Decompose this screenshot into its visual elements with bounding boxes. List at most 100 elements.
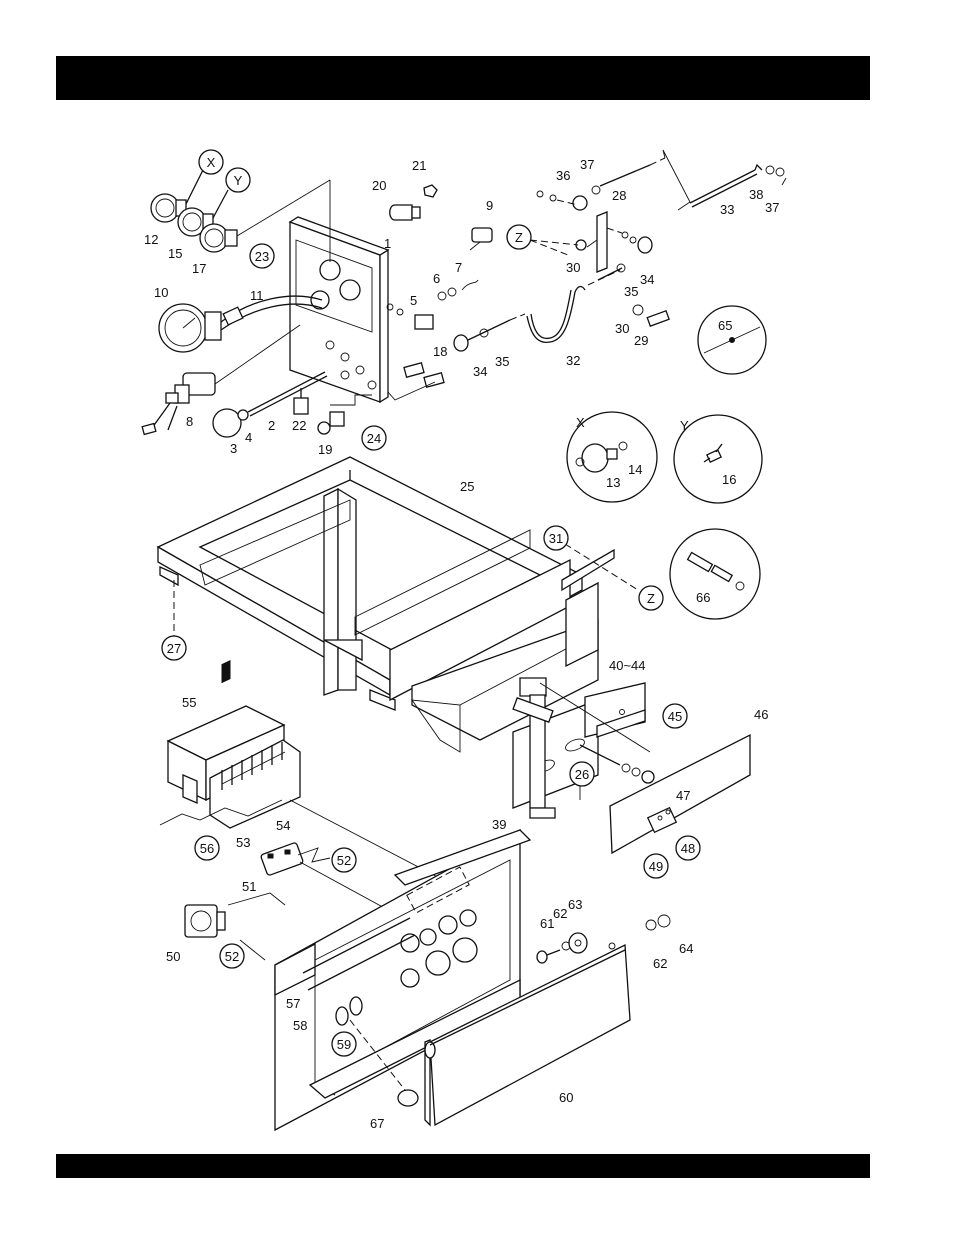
svg-text:45: 45 bbox=[668, 709, 682, 724]
callout-26: 26 bbox=[570, 762, 594, 786]
svg-text:57: 57 bbox=[286, 996, 300, 1011]
callout-14: 14 bbox=[628, 462, 642, 477]
callout-23: 23 bbox=[250, 244, 274, 268]
callout-49: 49 bbox=[644, 854, 668, 878]
svg-text:63: 63 bbox=[568, 897, 582, 912]
svg-text:Y: Y bbox=[234, 173, 243, 188]
callout-51: 51 bbox=[242, 879, 256, 894]
callout-20: 20 bbox=[372, 178, 386, 193]
callout-58: 58 bbox=[293, 1018, 307, 1033]
svg-text:67: 67 bbox=[370, 1116, 384, 1131]
svg-text:4: 4 bbox=[245, 430, 252, 445]
svg-text:66: 66 bbox=[696, 590, 710, 605]
callout-z-bottom: Z bbox=[639, 586, 663, 610]
control-cable bbox=[454, 270, 620, 351]
svg-text:14: 14 bbox=[628, 462, 642, 477]
svg-text:35: 35 bbox=[624, 284, 638, 299]
callout-53: 53 bbox=[236, 835, 250, 850]
svg-text:30: 30 bbox=[566, 260, 580, 275]
callout-52a: 52 bbox=[332, 848, 356, 872]
svg-text:40~44: 40~44 bbox=[609, 658, 646, 673]
svg-text:59: 59 bbox=[337, 1037, 351, 1052]
svg-text:46: 46 bbox=[754, 707, 768, 722]
callout-22: 22 bbox=[292, 418, 306, 433]
svg-text:50: 50 bbox=[166, 949, 180, 964]
svg-text:17: 17 bbox=[192, 261, 206, 276]
callout-24: 24 bbox=[362, 426, 386, 450]
detail-x-label: X bbox=[576, 415, 585, 430]
callout-32: 32 bbox=[566, 353, 580, 368]
callout-66: 66 bbox=[696, 590, 710, 605]
callout-7: 7 bbox=[455, 260, 462, 275]
callout-15: 15 bbox=[168, 246, 182, 261]
callout-29: 29 bbox=[634, 333, 648, 348]
svg-text:37: 37 bbox=[765, 200, 779, 215]
callout-1: 1 bbox=[384, 236, 391, 251]
svg-text:54: 54 bbox=[276, 818, 290, 833]
callout-55: 55 bbox=[182, 695, 196, 710]
callout-2: 2 bbox=[268, 418, 275, 433]
svg-text:22: 22 bbox=[292, 418, 306, 433]
svg-text:7: 7 bbox=[455, 260, 462, 275]
callout-57: 57 bbox=[286, 996, 300, 1011]
svg-text:8: 8 bbox=[186, 414, 193, 429]
svg-text:X: X bbox=[576, 415, 585, 430]
callout-60: 60 bbox=[559, 1090, 573, 1105]
callout-37b: 37 bbox=[765, 200, 779, 215]
callout-62b: 62 bbox=[653, 956, 667, 971]
svg-text:13: 13 bbox=[606, 475, 620, 490]
svg-text:37: 37 bbox=[580, 157, 594, 172]
svg-text:20: 20 bbox=[372, 178, 386, 193]
svg-text:58: 58 bbox=[293, 1018, 307, 1033]
svg-text:65: 65 bbox=[718, 318, 732, 333]
svg-text:30: 30 bbox=[615, 321, 629, 336]
pilot-lamp bbox=[390, 185, 492, 250]
callout-47: 47 bbox=[676, 788, 690, 803]
callout-50: 50 bbox=[166, 949, 180, 964]
svg-text:19: 19 bbox=[318, 442, 332, 457]
callout-8: 8 bbox=[186, 414, 193, 429]
callout-38: 38 bbox=[749, 187, 763, 202]
callout-y: Y bbox=[226, 168, 250, 192]
callout-9: 9 bbox=[486, 198, 493, 213]
svg-text:34: 34 bbox=[473, 364, 487, 379]
callout-3: 3 bbox=[230, 441, 237, 456]
svg-text:16: 16 bbox=[722, 472, 736, 487]
svg-text:10: 10 bbox=[154, 285, 168, 300]
governor-bracket bbox=[530, 158, 669, 326]
callout-13: 13 bbox=[606, 475, 620, 490]
svg-text:31: 31 bbox=[549, 531, 563, 546]
callout-36: 36 bbox=[556, 168, 570, 183]
svg-text:52: 52 bbox=[337, 853, 351, 868]
callout-25: 25 bbox=[460, 479, 474, 494]
svg-text:2: 2 bbox=[268, 418, 275, 433]
svg-text:33: 33 bbox=[720, 202, 734, 217]
callout-31: 31 bbox=[544, 526, 568, 550]
callout-59: 59 bbox=[332, 1032, 356, 1056]
callout-63: 63 bbox=[568, 897, 582, 912]
callout-30b: 30 bbox=[615, 321, 629, 336]
callout-17: 17 bbox=[192, 261, 206, 276]
callout-12: 12 bbox=[144, 232, 158, 247]
callout-11: 11 bbox=[250, 288, 264, 303]
callout-34a: 34 bbox=[640, 272, 654, 287]
terminal-connector bbox=[388, 363, 444, 400]
callout-28: 28 bbox=[612, 188, 626, 203]
svg-text:51: 51 bbox=[242, 879, 256, 894]
svg-text:18: 18 bbox=[433, 344, 447, 359]
callout-18: 18 bbox=[433, 344, 447, 359]
svg-text:26: 26 bbox=[575, 767, 589, 782]
callout-5: 5 bbox=[410, 293, 417, 308]
svg-text:55: 55 bbox=[182, 695, 196, 710]
svg-text:56: 56 bbox=[200, 841, 214, 856]
callout-x: X bbox=[199, 150, 223, 174]
svg-text:48: 48 bbox=[681, 841, 695, 856]
svg-text:21: 21 bbox=[412, 158, 426, 173]
svg-text:28: 28 bbox=[612, 188, 626, 203]
svg-text:15: 15 bbox=[168, 246, 182, 261]
detail-66 bbox=[670, 529, 760, 619]
svg-text:9: 9 bbox=[486, 198, 493, 213]
callout-65: 65 bbox=[718, 318, 732, 333]
svg-text:11: 11 bbox=[250, 288, 264, 303]
callout-54: 54 bbox=[276, 818, 290, 833]
